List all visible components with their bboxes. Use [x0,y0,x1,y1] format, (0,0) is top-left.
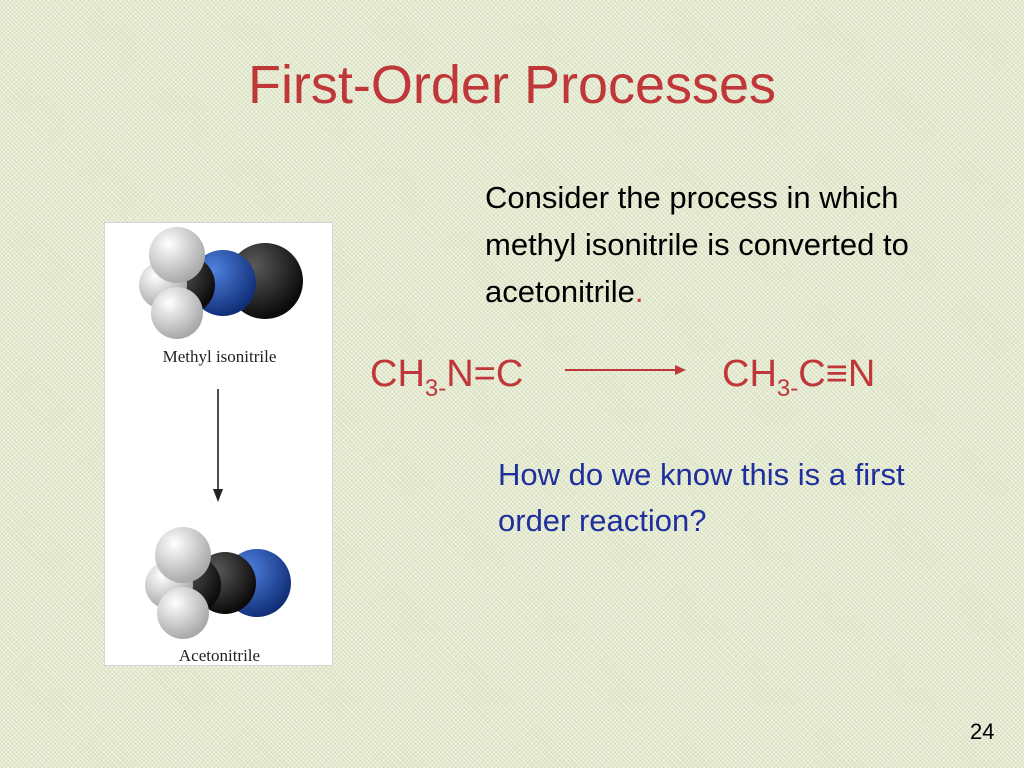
methyl-isonitrile-model [139,227,303,339]
intro-text: Consider the process in which methyl iso… [485,174,945,315]
hydrogen-atom [149,227,205,283]
reactant-suffix: N=C [446,353,524,395]
reactant-subscript: 3- [424,375,447,402]
reactant-prefix: CH [370,353,425,395]
molecule-figure: Methyl isonitrile Acetonitrile [104,222,333,666]
reactant-formula: CH3-N=C [370,355,523,401]
product-formula: CH3-C≡N [722,355,875,401]
methyl-isonitrile-label: Methyl isonitrile [162,347,277,366]
question-text: How do we know this is a first order rea… [498,457,905,538]
product-prefix: CH [722,353,777,395]
intro-period: . [634,274,644,309]
acetonitrile-label: Acetonitrile [178,646,261,665]
hydrogen-atom [151,287,203,339]
intro-text-body: Consider the process in which methyl iso… [485,180,909,309]
hydrogen-atom [157,587,209,639]
product-subscript: 3- [776,375,799,402]
product-suffix: C≡N [798,353,876,395]
hydrogen-atom [155,527,211,583]
down-arrow-icon [213,389,223,502]
slide-title: First-Order Processes [247,55,777,115]
page-number: 24 [970,719,995,744]
right-arrow-icon [565,365,686,375]
acetonitrile-model [145,527,291,639]
